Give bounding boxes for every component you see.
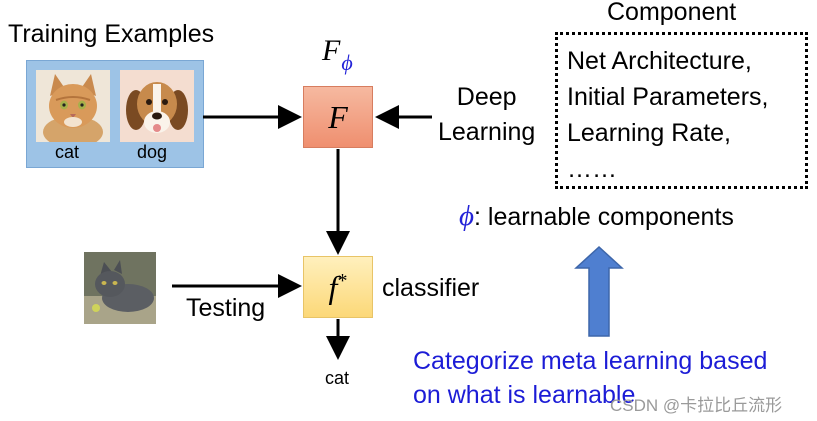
- component-title: Component: [607, 0, 737, 26]
- test-cat-photo: [84, 252, 156, 324]
- classifier-label: classifier: [382, 274, 480, 302]
- learning-algorithm-box: F: [303, 86, 373, 148]
- classifier-star: *: [337, 269, 348, 292]
- component-item: Learning Rate,: [567, 119, 732, 147]
- categorize-caption: Categorize meta learning based on what i…: [413, 344, 767, 412]
- phi-symbol: ϕ: [459, 200, 475, 232]
- watermark: CSDN @卡拉比丘流形: [610, 396, 783, 415]
- classifier-box: f*: [303, 256, 373, 318]
- caption-line: on what is learnable: [413, 381, 636, 409]
- dog-photo: [120, 70, 194, 142]
- caption-line: Categorize meta learning based: [413, 347, 768, 375]
- testing-label: Testing: [186, 294, 266, 322]
- cat-photo: [36, 70, 110, 142]
- component-item: Net Architecture,: [567, 47, 752, 75]
- output-label: cat: [325, 368, 350, 388]
- deep-learning-label: Deep Learning: [438, 80, 535, 150]
- learner-symbol: F: [328, 98, 348, 135]
- meta-learner-label: Fϕ: [322, 34, 353, 75]
- dog-label: dog: [137, 142, 168, 162]
- component-item: ……: [567, 155, 617, 183]
- training-examples-title: Training Examples: [8, 20, 215, 48]
- learnable-text: : learnable components: [474, 203, 734, 231]
- deep-label: Deep: [456, 83, 517, 111]
- training-examples-panel: cat dog: [26, 60, 204, 168]
- component-item: Initial Parameters,: [567, 83, 769, 111]
- classifier-symbol: f: [328, 268, 338, 305]
- big-up-arrow: [574, 245, 624, 337]
- f-symbol: F: [322, 34, 341, 67]
- cat-label: cat: [55, 142, 80, 162]
- learning-label: Learning: [438, 118, 536, 146]
- component-box: Net Architecture, Initial Parameters, Le…: [555, 32, 808, 189]
- phi-subscript: ϕ: [341, 50, 353, 75]
- learnable-components-text: ϕ: learnable components: [459, 200, 734, 233]
